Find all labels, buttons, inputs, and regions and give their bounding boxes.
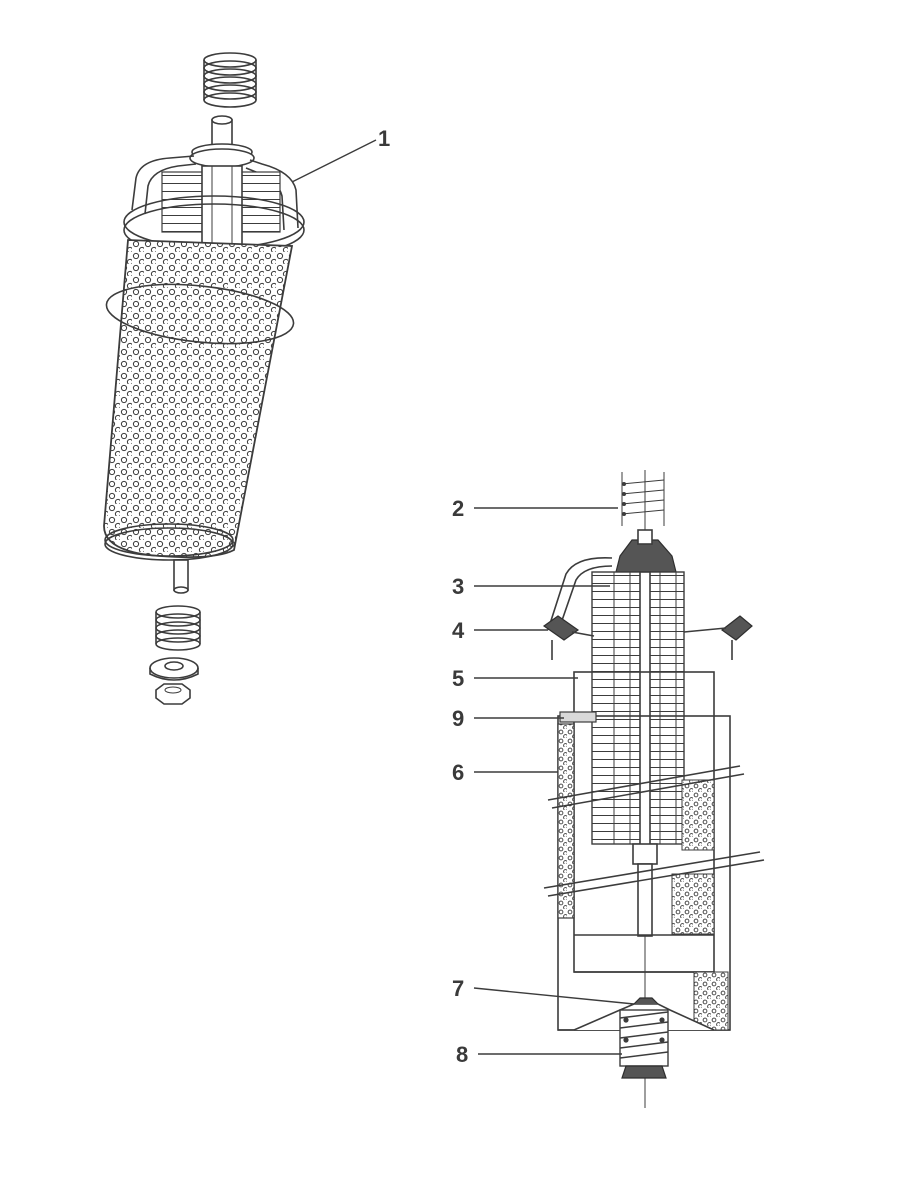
- leader-lines: [291, 139, 635, 1055]
- top-spindle-icon: [189, 115, 255, 168]
- callout-9: 9: [452, 706, 464, 731]
- break-lines: [543, 765, 765, 897]
- top-spring-icon: [203, 52, 257, 108]
- top-cap-icon: [615, 529, 677, 573]
- callout-7: 7: [452, 976, 464, 1001]
- bottom-spring-section-icon: [619, 1009, 669, 1079]
- callout-5: 5: [452, 666, 464, 691]
- sectional-view: [291, 139, 765, 1108]
- callout-4: 4: [452, 618, 465, 643]
- callout-6: 6: [452, 760, 464, 785]
- bottom-pin-icon: [173, 559, 189, 594]
- section-handle-icon: [547, 557, 613, 633]
- callout-8: 8: [456, 1042, 468, 1067]
- support-ring-icon: [542, 615, 753, 660]
- washer-icon: [149, 657, 199, 681]
- perforated-cylinder-icon: [103, 239, 294, 561]
- callout-2: 2: [452, 496, 464, 521]
- seal-ring-icon: [559, 711, 597, 723]
- section-top-spring-icon: [621, 472, 665, 526]
- callout-3: 3: [452, 574, 464, 599]
- exploded-view: [103, 52, 305, 705]
- callout-labels: 1 2 3 4 5 9 6 7 8: [378, 126, 468, 1067]
- disc-stack-icon: [161, 165, 281, 247]
- bottom-spring-icon: [155, 605, 201, 651]
- o-ring-icon: [105, 283, 295, 345]
- perforated-wall-icon: [557, 723, 729, 1031]
- nut-icon: [155, 683, 191, 705]
- callout-1: 1: [378, 126, 390, 151]
